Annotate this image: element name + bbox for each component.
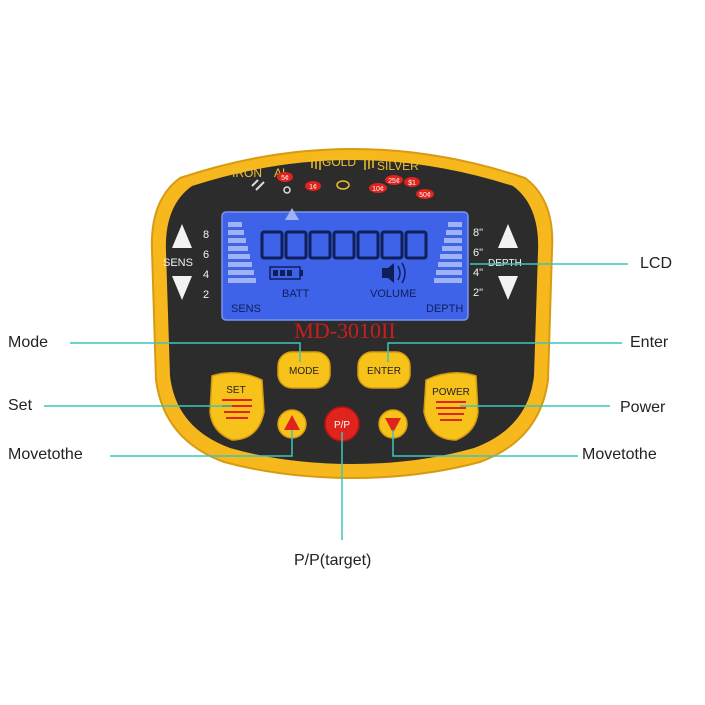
callout-line-move-right xyxy=(392,430,578,457)
coin-label: 10¢ xyxy=(372,186,384,193)
target-scale-ticks-right xyxy=(364,158,374,170)
depth-arrow-icon xyxy=(498,224,518,300)
mode-button[interactable]: MODE xyxy=(277,351,331,389)
callout-line-mode xyxy=(70,342,301,362)
lcd-batt-label: BATT xyxy=(282,288,310,300)
nail-icon xyxy=(251,179,265,191)
key-icon xyxy=(283,186,291,194)
callout-set: Set xyxy=(8,397,33,414)
power-button[interactable]: POWER xyxy=(423,372,479,441)
set-button-grip-icon xyxy=(222,399,252,419)
lcd-digit-segments xyxy=(260,230,428,260)
model-name: MD-3010II xyxy=(294,318,395,343)
callout-mode: Mode xyxy=(8,334,49,351)
callout-line-enter xyxy=(387,342,622,362)
sens-scale-4: 4 xyxy=(203,269,209,281)
target-silver: SILVER xyxy=(377,159,419,173)
coin-badges: 5¢ 1¢ 10¢ 25¢ $1 50¢ xyxy=(277,172,434,199)
callout-enter: Enter xyxy=(630,334,669,351)
coin-label: 25¢ xyxy=(388,178,400,185)
target-iron: IRON xyxy=(232,166,262,180)
coin-label: 1¢ xyxy=(309,184,317,191)
callout-pp-target: P/P(target) xyxy=(294,552,372,569)
depth-scale-6: 6" xyxy=(473,247,483,259)
up-arrow-button[interactable] xyxy=(277,409,307,439)
up-arrow-icon xyxy=(284,415,300,430)
lcd-sens-bars xyxy=(228,222,256,283)
sens-scale-2: 2 xyxy=(203,289,209,301)
set-button-label: SET xyxy=(226,385,245,396)
enter-button[interactable]: ENTER xyxy=(357,351,411,389)
depth-scale-4: 4" xyxy=(473,267,483,279)
callout-lines xyxy=(44,263,628,540)
lcd-depth-bars xyxy=(434,222,462,283)
lcd-depth-label: DEPTH xyxy=(426,303,463,315)
sens-scale-6: 6 xyxy=(203,249,209,261)
pinpoint-button-label: P/P xyxy=(334,420,350,431)
down-arrow-button[interactable] xyxy=(378,409,408,439)
sens-scale-8: 8 xyxy=(203,229,209,241)
coin-label: 5¢ xyxy=(281,175,289,182)
enter-button-label: ENTER xyxy=(367,366,401,377)
lcd-sens-label: SENS xyxy=(231,303,261,315)
callout-power: Power xyxy=(620,399,666,416)
lcd-pointer-icon xyxy=(285,208,299,220)
power-button-label: POWER xyxy=(432,387,470,398)
speaker-icon xyxy=(382,262,406,284)
callout-move-left: Movetothe xyxy=(8,446,83,463)
target-scale-ticks-left xyxy=(311,158,321,170)
callout-move-right: Movetothe xyxy=(582,446,657,463)
ring-icon xyxy=(336,180,350,190)
mode-button-label: MODE xyxy=(289,366,319,377)
battery-icon xyxy=(269,266,303,280)
coin-label: $1 xyxy=(408,180,416,187)
target-gold: GOLD xyxy=(322,155,356,169)
callout-lcd: LCD xyxy=(640,255,673,272)
depth-scale-8: 8" xyxy=(473,227,483,239)
sens-arrow-icon xyxy=(172,224,192,300)
lcd-volume-label: VOLUME xyxy=(370,288,416,300)
set-button[interactable]: SET xyxy=(209,372,265,441)
depth-scale-2: 2" xyxy=(473,287,483,299)
sens-label: SENS xyxy=(163,257,193,269)
coin-label: 50¢ xyxy=(419,192,431,199)
callout-line-move-left xyxy=(110,430,293,457)
power-button-grip-icon xyxy=(436,401,466,421)
down-arrow-icon xyxy=(385,418,401,433)
